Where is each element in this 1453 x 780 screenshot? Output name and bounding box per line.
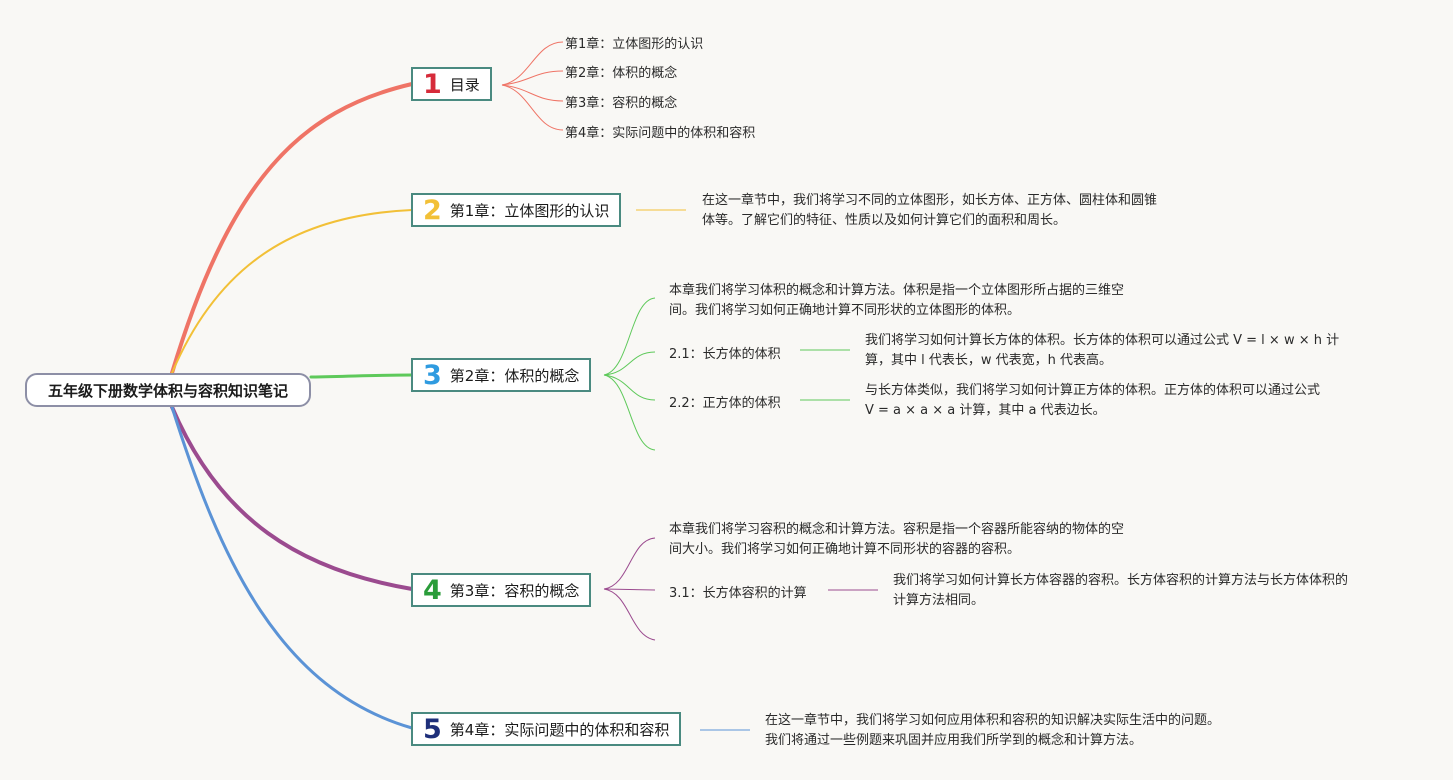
branch-node-3[interactable]: 3 第2章：体积的概念 bbox=[411, 358, 592, 392]
toc-line-1 bbox=[501, 41, 564, 86]
toc-line-2 bbox=[501, 70, 564, 86]
ch3-intro-line-1: 本章我们将学习容积的概念和计算方法。容积是指一个容器所能容纳的物体的空 bbox=[669, 522, 1125, 537]
ch1-desc-line-1: 在这一章节中，我们将学习不同的立体图形，如长方体、正方体、圆柱体和圆锥 bbox=[702, 193, 1158, 208]
number-4-icon: 4 bbox=[423, 574, 442, 606]
ch2-sub2-desc-line-1: 与长方体类似，我们将学习如何计算正方体的体积。正方体的体积可以通过公式 bbox=[865, 383, 1321, 398]
ch4-desc-line-1: 在这一章节中，我们将学习如何应用体积和容积的知识解决实际生活中的问题。 bbox=[765, 713, 1221, 728]
number-3-icon: 3 bbox=[423, 359, 442, 391]
ch3-sub1-desc-line-2: 计算方法相同。 bbox=[893, 593, 985, 608]
ch2-sub1-line bbox=[603, 351, 656, 376]
ch3-intro: 本章我们将学习容积的概念和计算方法。容积是指一个容器所能容纳的物体的空 间大小。… bbox=[669, 520, 1124, 560]
ch4-description: 在这一章节中，我们将学习如何应用体积和容积的知识解决实际生活中的问题。 我们将通… bbox=[765, 711, 1220, 751]
ch3-intro-line-2: 间大小。我们将学习如何正确地计算不同形状的容器的容积。 bbox=[669, 542, 1021, 557]
branch-line-2 bbox=[171, 209, 413, 374]
ch2-intro: 本章我们将学习体积的概念和计算方法。体积是指一个立体图形所占据的三维空 间。我们… bbox=[669, 281, 1124, 321]
number-1-icon: 1 bbox=[423, 68, 442, 100]
branch-line-1 bbox=[170, 82, 414, 375]
branch-label-4: 第3章：容积的概念 bbox=[449, 581, 580, 600]
branch-label-5: 第4章：实际问题中的体积和容积 bbox=[449, 720, 670, 739]
toc-item-2[interactable]: 第2章：体积的概念 bbox=[565, 66, 678, 81]
branch-label-1: 目录 bbox=[449, 75, 480, 94]
ch2-intro-line-2: 间。我们将学习如何正确地计算不同形状的立体图形的体积。 bbox=[669, 303, 1021, 318]
branch-line-5 bbox=[170, 405, 414, 730]
branch-line-3 bbox=[309, 373, 414, 379]
branch-label-3: 第2章：体积的概念 bbox=[449, 366, 580, 385]
ch1-description: 在这一章节中，我们将学习不同的立体图形，如长方体、正方体、圆柱体和圆锥 体等。了… bbox=[702, 191, 1157, 231]
branch-node-5[interactable]: 5 第4章：实际问题中的体积和容积 bbox=[411, 712, 682, 746]
ch4-desc-line-2: 我们将通过一些例题来巩固并应用我们所学到的概念和计算方法。 bbox=[765, 733, 1143, 748]
toc-item-3[interactable]: 第3章：容积的概念 bbox=[565, 96, 678, 111]
ch3-sub1-line bbox=[603, 588, 656, 591]
number-5-icon: 5 bbox=[423, 713, 442, 745]
toc-line-4 bbox=[501, 84, 564, 131]
branch-label-2: 第1章：立体图形的认识 bbox=[449, 201, 610, 220]
branch-node-2[interactable]: 2 第1章：立体图形的认识 bbox=[411, 193, 622, 227]
ch2-empty-line bbox=[603, 374, 656, 451]
ch2-sub-1-description: 我们将学习如何计算长方体的体积。长方体的体积可以通过公式 V = l × w ×… bbox=[865, 331, 1339, 371]
ch3-intro-line bbox=[603, 537, 656, 590]
toc-line-3 bbox=[501, 84, 564, 102]
ch2-sub-1[interactable]: 2.1：长方体的体积 bbox=[669, 347, 781, 362]
number-2-icon: 2 bbox=[423, 194, 442, 226]
ch3-sub1-desc-line-1: 我们将学习如何计算长方体容器的容积。长方体容积的计算方法与长方体体积的 bbox=[893, 573, 1349, 588]
ch3-sub-1[interactable]: 3.1：长方体容积的计算 bbox=[669, 586, 807, 601]
branch-node-1[interactable]: 1 目录 bbox=[411, 67, 492, 101]
ch2-intro-line bbox=[603, 297, 656, 376]
ch2-intro-line-1: 本章我们将学习体积的概念和计算方法。体积是指一个立体图形所占据的三维空 bbox=[669, 283, 1125, 298]
toc-item-4[interactable]: 第4章：实际问题中的体积和容积 bbox=[565, 126, 756, 141]
root-title: 五年级下册数学体积与容积知识笔记 bbox=[47, 381, 288, 400]
ch2-sub2-desc-line-2: V = a × a × a 计算，其中 a 代表边长。 bbox=[865, 403, 1106, 418]
ch2-sub2-line bbox=[603, 374, 656, 401]
ch2-sub-2[interactable]: 2.2：正方体的体积 bbox=[669, 396, 781, 411]
root-node[interactable]: 五年级下册数学体积与容积知识笔记 bbox=[25, 373, 311, 407]
ch2-sub1-desc-line-2: 算，其中 l 代表长，w 代表宽，h 代表高。 bbox=[865, 353, 1113, 368]
ch1-desc-line-2: 体等。了解它们的特征、性质以及如何计算它们的面积和周长。 bbox=[702, 213, 1067, 228]
ch2-sub-2-description: 与长方体类似，我们将学习如何计算正方体的体积。正方体的体积可以通过公式 V = … bbox=[865, 381, 1320, 421]
ch3-empty-line bbox=[603, 588, 656, 641]
branch-node-4[interactable]: 4 第3章：容积的概念 bbox=[411, 573, 592, 607]
ch2-sub1-desc-line-1: 我们将学习如何计算长方体的体积。长方体的体积可以通过公式 V = l × w ×… bbox=[865, 333, 1340, 348]
branch-line-4 bbox=[170, 405, 414, 591]
toc-item-1[interactable]: 第1章：立体图形的认识 bbox=[565, 37, 704, 52]
ch3-sub-1-description: 我们将学习如何计算长方体容器的容积。长方体容积的计算方法与长方体体积的 计算方法… bbox=[893, 571, 1348, 611]
